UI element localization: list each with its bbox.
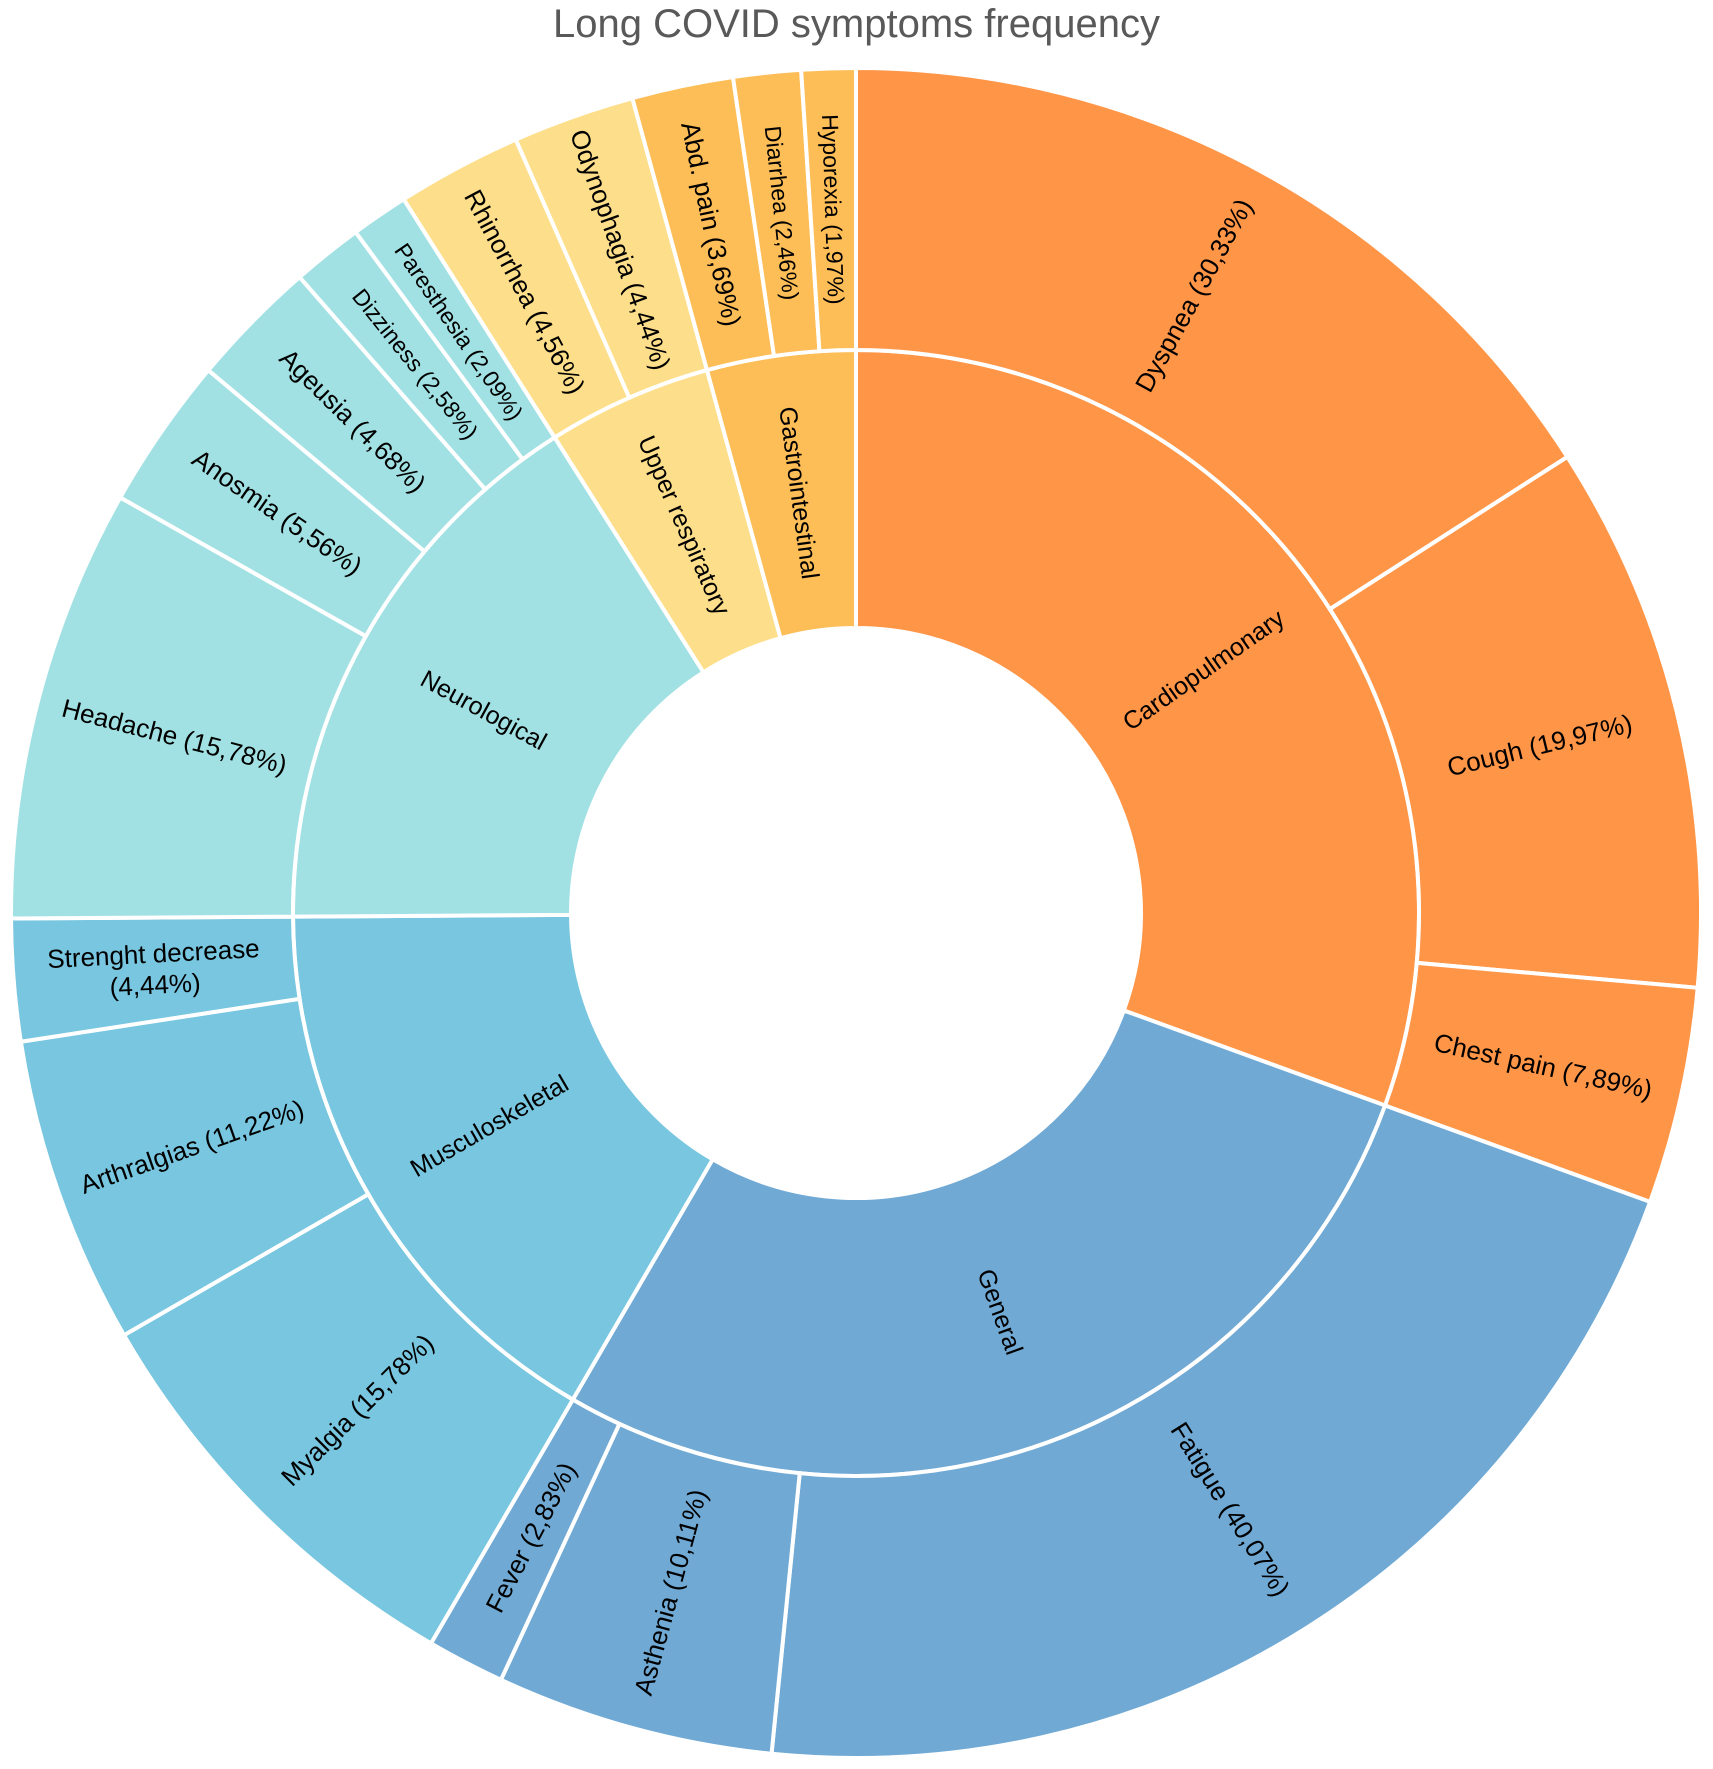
outer-segment-dyspnea [854, 65, 1571, 612]
outer-label-hyporexia: Hyporexia (1,97%) [817, 114, 849, 305]
outer-segment-fatigue [769, 1102, 1653, 1760]
outer-segment-hyporexia [798, 65, 858, 354]
chart-title: Long COVID symptoms frequency [553, 2, 1160, 46]
